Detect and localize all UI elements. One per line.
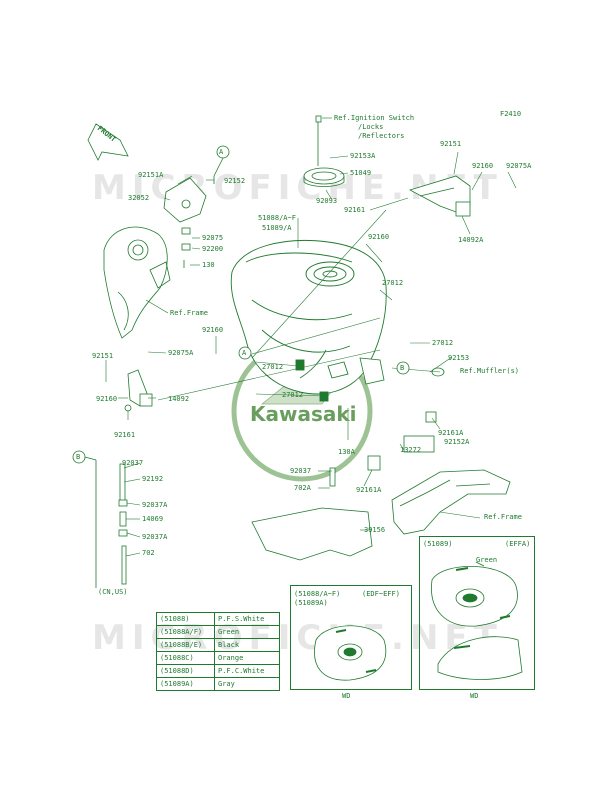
- part-702-label: 702: [142, 549, 155, 557]
- part-92160-left-label: 92160: [202, 326, 224, 334]
- part-92152-label: 92152: [224, 177, 246, 185]
- part-92161A-label: 92161A: [438, 429, 464, 437]
- part-92037A-1-label: 92037A: [142, 501, 168, 509]
- inset-right-code: (51089): [423, 540, 453, 548]
- part-39156-label: 39156: [364, 526, 386, 534]
- part-27012-r1-label: 27012: [382, 279, 404, 287]
- breather-bracket: [408, 175, 471, 217]
- fuel-tank: [230, 240, 387, 402]
- circle-A-top: A: [219, 148, 224, 156]
- rubber-pad: [251, 467, 373, 561]
- part-130-label: 130: [202, 261, 215, 269]
- inset-box-left: [290, 585, 412, 690]
- part-14092A-label: 14092A: [458, 236, 484, 244]
- inset-tank-left: [314, 625, 387, 681]
- part-92161A-b-label: 92161A: [356, 486, 382, 494]
- part-92160-low-label: 92160: [96, 395, 118, 403]
- ref-ignition-switch-label: Ref.Ignition Switch: [334, 114, 415, 122]
- inset-box-right: [419, 536, 535, 690]
- part-92192-label: 92192: [142, 475, 164, 483]
- part-92151A-label: 92151A: [138, 171, 164, 179]
- inset-tank-right: [431, 561, 523, 680]
- part-92075A-left-label: 92075A: [168, 349, 194, 357]
- ref-mufflers-label: Ref.Muffler(s): [460, 367, 520, 375]
- part-51088AF-label: 51088/A~F: [258, 214, 296, 222]
- ref-locks-label: /Locks: [358, 123, 384, 131]
- part-14069-label: 14069: [142, 515, 164, 523]
- table-row: (51088)P.F.S.White: [156, 612, 280, 626]
- part-92200-label: 92200: [202, 245, 224, 253]
- table-row: (51088D)P.F.C.White: [156, 664, 280, 678]
- lower-left-bracket: [124, 369, 153, 412]
- frame-head: [103, 226, 171, 339]
- part-92160-top-label: 92160: [472, 162, 494, 170]
- part-13272-label: 13272: [400, 446, 422, 454]
- part-92093-label: 92093: [316, 197, 338, 205]
- callout-circles: [72, 145, 410, 464]
- part-92037-label: 92037: [122, 459, 144, 467]
- front-arrow-icon: [87, 123, 129, 161]
- inset-left-wd: WD: [342, 692, 351, 700]
- table-row: (51089A)Gray: [156, 677, 280, 691]
- inset-left-codes-line1: (51088/A~F): [294, 590, 341, 598]
- circle-A-mid: A: [242, 349, 247, 357]
- part-130A-label: 130A: [338, 448, 355, 456]
- part-32052-label: 32052: [128, 194, 150, 202]
- figure-code: F2410: [500, 110, 522, 118]
- inset-left-codes-line2: (51089A): [294, 599, 328, 607]
- inset-right-variant: (EFFA): [505, 540, 531, 548]
- part-92151-left-label: 92151: [92, 352, 114, 360]
- part-92075A-top-label: 92075A: [506, 162, 532, 170]
- table-row: (51088C)Orange: [156, 651, 280, 665]
- ref-frame-left-label: Ref.Frame: [170, 309, 208, 317]
- muffler-mount: [359, 357, 445, 385]
- part-92161-low-label: 92161: [114, 431, 136, 439]
- part-51089A-label: 51089/A: [262, 224, 292, 232]
- circle-B-low: B: [76, 453, 81, 461]
- part-92160-mid-label: 92160: [368, 233, 390, 241]
- part-92075-label: 92075: [202, 234, 224, 242]
- ref-frame-right-label: Ref.Frame: [484, 513, 522, 521]
- part-92153-label: 92153: [448, 354, 470, 362]
- region-cn-us-label: (CN,US): [98, 588, 128, 596]
- part-92037-mid-label: 92037: [290, 467, 312, 475]
- part-27012-r2-label: 27012: [432, 339, 454, 347]
- table-row: (51088A/F)Green: [156, 625, 280, 639]
- part-27012-c2-label: 27012: [282, 391, 304, 399]
- part-92153A-label: 92153A: [350, 152, 376, 160]
- part-14092-label: 14092: [168, 395, 190, 403]
- ref-reflectors-label: /Reflectors: [358, 132, 405, 140]
- part-92161-top-label: 92161: [344, 206, 366, 214]
- leader-lines: [105, 117, 517, 557]
- color-variant-table: (51088)P.F.S.White (51088A/F)Green (5108…: [156, 612, 280, 691]
- part-51049-label: 51049: [350, 169, 372, 177]
- fuel-cap: [303, 115, 345, 187]
- front-bracket: [163, 176, 215, 268]
- circle-B-mid: B: [400, 364, 405, 372]
- rear-frame: [367, 411, 511, 535]
- inset-left-variant: (EDF~EFF): [362, 590, 400, 598]
- part-92151-top-label: 92151: [440, 140, 462, 148]
- part-27012-c1-label: 27012: [262, 363, 284, 371]
- kawasaki-logo-text: Kawasaki: [250, 402, 357, 426]
- inset-right-wd: WD: [470, 692, 479, 700]
- drain-hose-parts: [95, 460, 128, 588]
- part-92037A-2-label: 92037A: [142, 533, 168, 541]
- part-702A-label: 702A: [294, 484, 311, 492]
- table-row: (51088B/E)Black: [156, 638, 280, 652]
- inset-right-color: Green: [476, 556, 498, 564]
- part-92152A-label: 92152A: [444, 438, 470, 446]
